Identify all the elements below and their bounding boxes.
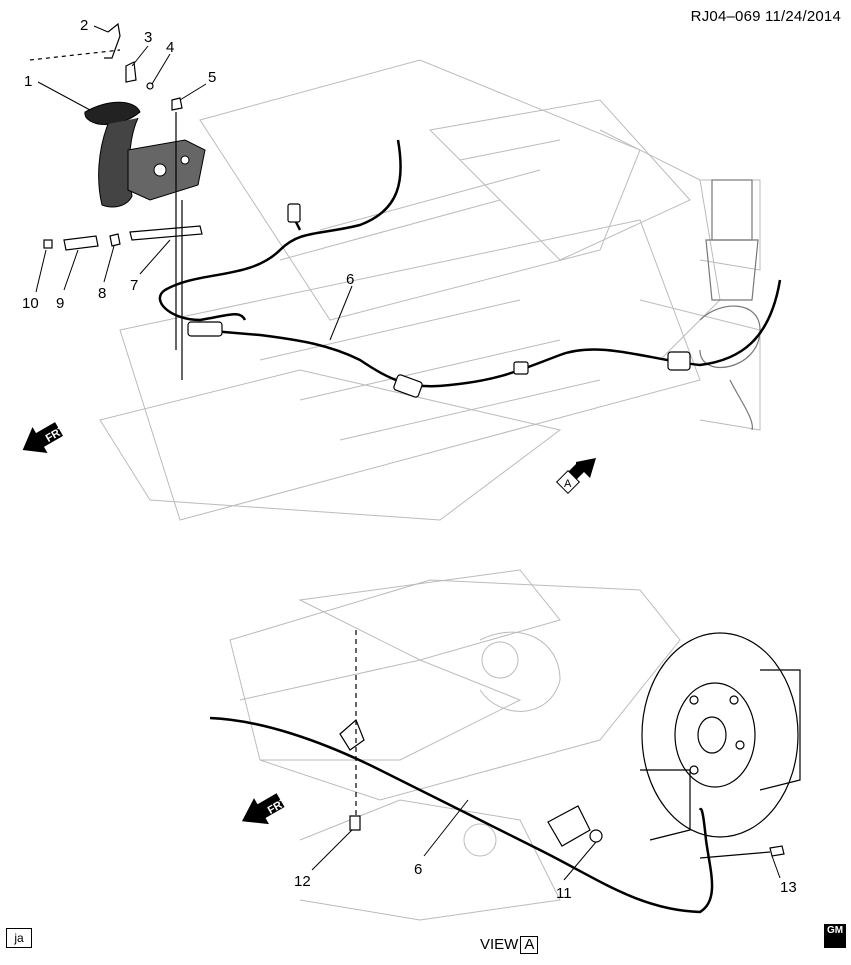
leader-lines — [35, 25, 781, 881]
cable-brackets-bottom — [339, 630, 785, 859]
callout-5: 5 — [208, 69, 216, 86]
cable-clips-top — [187, 203, 691, 398]
callout-3: 3 — [144, 29, 152, 46]
callout-10: 10 — [22, 295, 39, 312]
callout-4: 4 — [166, 39, 174, 56]
callout-13: 13 — [780, 879, 797, 896]
view-text: VIEW — [480, 936, 519, 953]
callout-7: 7 — [130, 277, 138, 294]
view-a-marker: A — [555, 458, 596, 495]
floor-structure-top — [99, 59, 761, 521]
callout-8: 8 — [98, 285, 106, 302]
frt-arrow-top: FRT — [22, 422, 68, 453]
callout-6-bottom: 6 — [414, 861, 422, 878]
brake-cable-bottom — [209, 716, 714, 914]
rear-shock-assembly — [699, 179, 761, 431]
callout-12: 12 — [294, 873, 311, 890]
author-stamp: ja — [6, 928, 32, 948]
callout-2: 2 — [80, 17, 88, 34]
gm-logo-text: GM — [826, 925, 844, 936]
callout-1: 1 — [24, 73, 32, 90]
frt-arrow-bottom: FRT — [241, 793, 290, 825]
brake-rotor-assembly — [640, 632, 801, 841]
view-letter: A — [520, 936, 539, 954]
drawing-reference: RJ04–069 11/24/2014 — [690, 8, 841, 25]
brake-cable-top — [158, 139, 782, 388]
parking-brake-lever — [84, 101, 206, 208]
callout-6-top: 6 — [346, 271, 354, 288]
gm-logo: GM — [824, 924, 846, 948]
callout-9: 9 — [56, 295, 64, 312]
rear-suspension-structure — [229, 569, 681, 921]
svg-text:A: A — [564, 478, 572, 490]
hardware-parts-top — [29, 22, 203, 380]
callout-11: 11 — [556, 885, 572, 902]
